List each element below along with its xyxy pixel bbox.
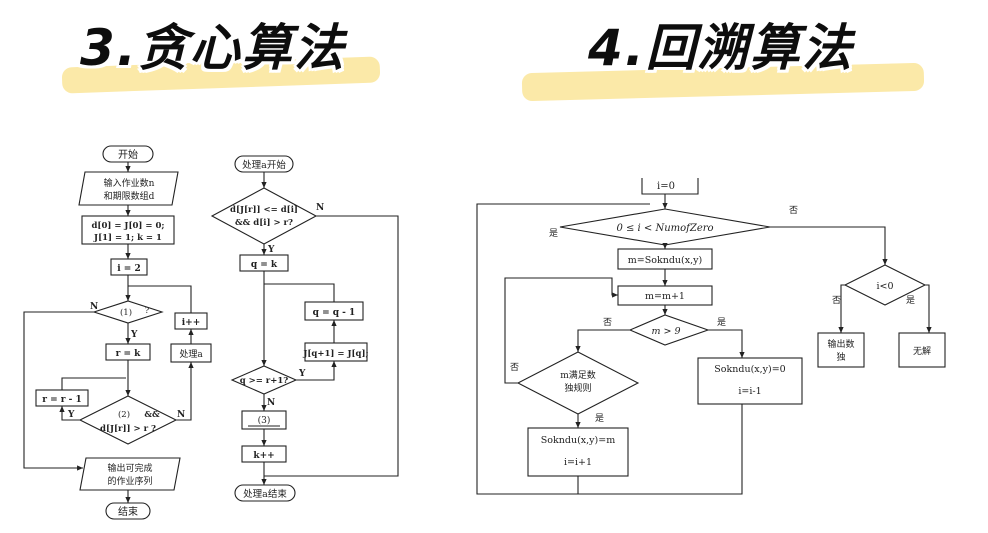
proc-cond-y-label: Y [267, 245, 275, 255]
m-ok-diamond [516, 351, 640, 415]
input-box [78, 171, 179, 206]
reset-label-1: Sokndu(x,y)=0 [714, 364, 785, 375]
init-label-2: J[1] = 1; k = 1 [93, 233, 162, 243]
cond1-n-label: N [90, 302, 98, 312]
reset-box [697, 357, 803, 405]
m-ok-yes-label: 是 [595, 413, 604, 424]
ilt0-label: i<0 [876, 281, 893, 292]
proc-cond-label-2: && d[i] > r? [235, 218, 293, 228]
m-gt9-no-label: 否 [603, 317, 612, 328]
m-ok-label-1: m满足数 [560, 369, 596, 381]
init-box [81, 215, 175, 245]
proc-cond2-label: q >= r+1? [240, 376, 289, 386]
i0-box [641, 178, 699, 195]
end-label: 结束 [118, 505, 138, 518]
input-label-2: 和期限数组d [104, 190, 155, 202]
output-sudoku-label-1: 输出数 [827, 338, 854, 350]
ilt0-yes-label: 是 [906, 295, 915, 306]
section-title-backtrack: 4.回溯算法 [588, 19, 854, 77]
cond2-and: && [144, 410, 160, 420]
cond2-diamond [78, 395, 178, 445]
output-label-1: 输出可完成 [107, 462, 152, 474]
m-gt9-label: m > 9 [651, 326, 680, 337]
cond2-n-label: N [177, 410, 185, 420]
reset-label-2: i=i-1 [738, 386, 761, 397]
main-cond-no-label: 否 [789, 205, 798, 216]
proc-label: 处理a [179, 348, 203, 360]
cond1-diamond [92, 300, 164, 324]
i2-box [110, 258, 148, 276]
rk-label: r = k [116, 349, 142, 359]
main-cond-label: 0 ≤ i < NumofZero [616, 223, 713, 234]
proc-cond-diamond [210, 187, 318, 245]
m-ok-label-2: 独规则 [564, 382, 591, 394]
i2-label: i = 2 [117, 264, 141, 274]
m-inc-label: m=m+1 [645, 291, 685, 302]
qk-label: q = k [251, 260, 278, 270]
jq-label: J[q+1] = J[q]; [302, 349, 368, 359]
input-label-1: 输入作业数n [104, 177, 155, 189]
output-label-2: 的作业序列 [107, 475, 152, 487]
cond1-q: ? [145, 306, 149, 315]
set-label-2: i=i+1 [564, 457, 592, 468]
proc-cond2-n-label: N [267, 398, 275, 408]
main-cond-yes-label: 是 [549, 228, 558, 239]
nosolution-label: 无解 [913, 345, 931, 357]
section-title-greedy: 3.贪心算法 [80, 19, 346, 77]
proc-cond-n-label: N [316, 203, 324, 213]
backtrack-flowchart: i=0 0 ≤ i < NumofZero m=Sokndu(x,y) m=m+… [476, 178, 946, 495]
set-label-1: Sokndu(x,y)=m [541, 435, 615, 446]
greedy-flowchart: 开始 输入作业数n 和期限数组d d[0] = J[0] = 0; J[1] =… [23, 145, 212, 520]
nosolution-box [898, 332, 946, 368]
cond1-label: (1) [120, 307, 132, 318]
init-label-1: d[0] = J[0] = 0; [91, 221, 164, 231]
cond2-label-1: (2) [118, 409, 130, 420]
ilt0-no-label: 否 [832, 295, 841, 306]
output-box [79, 457, 181, 491]
proc-end-label: 处理a结束 [243, 488, 287, 500]
output-sudoku-label-2: 独 [836, 351, 845, 363]
m-ok-no-label: 否 [510, 362, 519, 373]
proc-start-label: 处理a开始 [242, 159, 286, 171]
i0-label: i=0 [657, 181, 675, 192]
m-assign-label: m=Sokndu(x,y) [628, 255, 702, 266]
rr1-label: r = r - 1 [42, 395, 82, 405]
m-gt9-yes-label: 是 [717, 317, 726, 328]
start-label: 开始 [118, 148, 138, 161]
proc-cond-label-1: d[J[r]] <= d[i] [230, 205, 298, 215]
qq1-label: q = q - 1 [313, 308, 356, 318]
output-sudoku-box [817, 332, 865, 368]
kpp-label: k++ [253, 451, 274, 461]
proc-cond2-y-label: Y [298, 369, 306, 379]
ipp-label: i++ [182, 318, 201, 328]
cond1-y-label: Y [130, 330, 138, 340]
cond2-y-label: Y [67, 410, 75, 420]
step3-label: (3) [258, 415, 271, 426]
cond2-label-2: d[J[r]] > r ? [100, 424, 156, 434]
proc-end-terminal [234, 484, 296, 502]
process-flowchart: 处理a开始 d[J[r]] <= d[i] && d[i] > r? q = k… [210, 155, 399, 502]
